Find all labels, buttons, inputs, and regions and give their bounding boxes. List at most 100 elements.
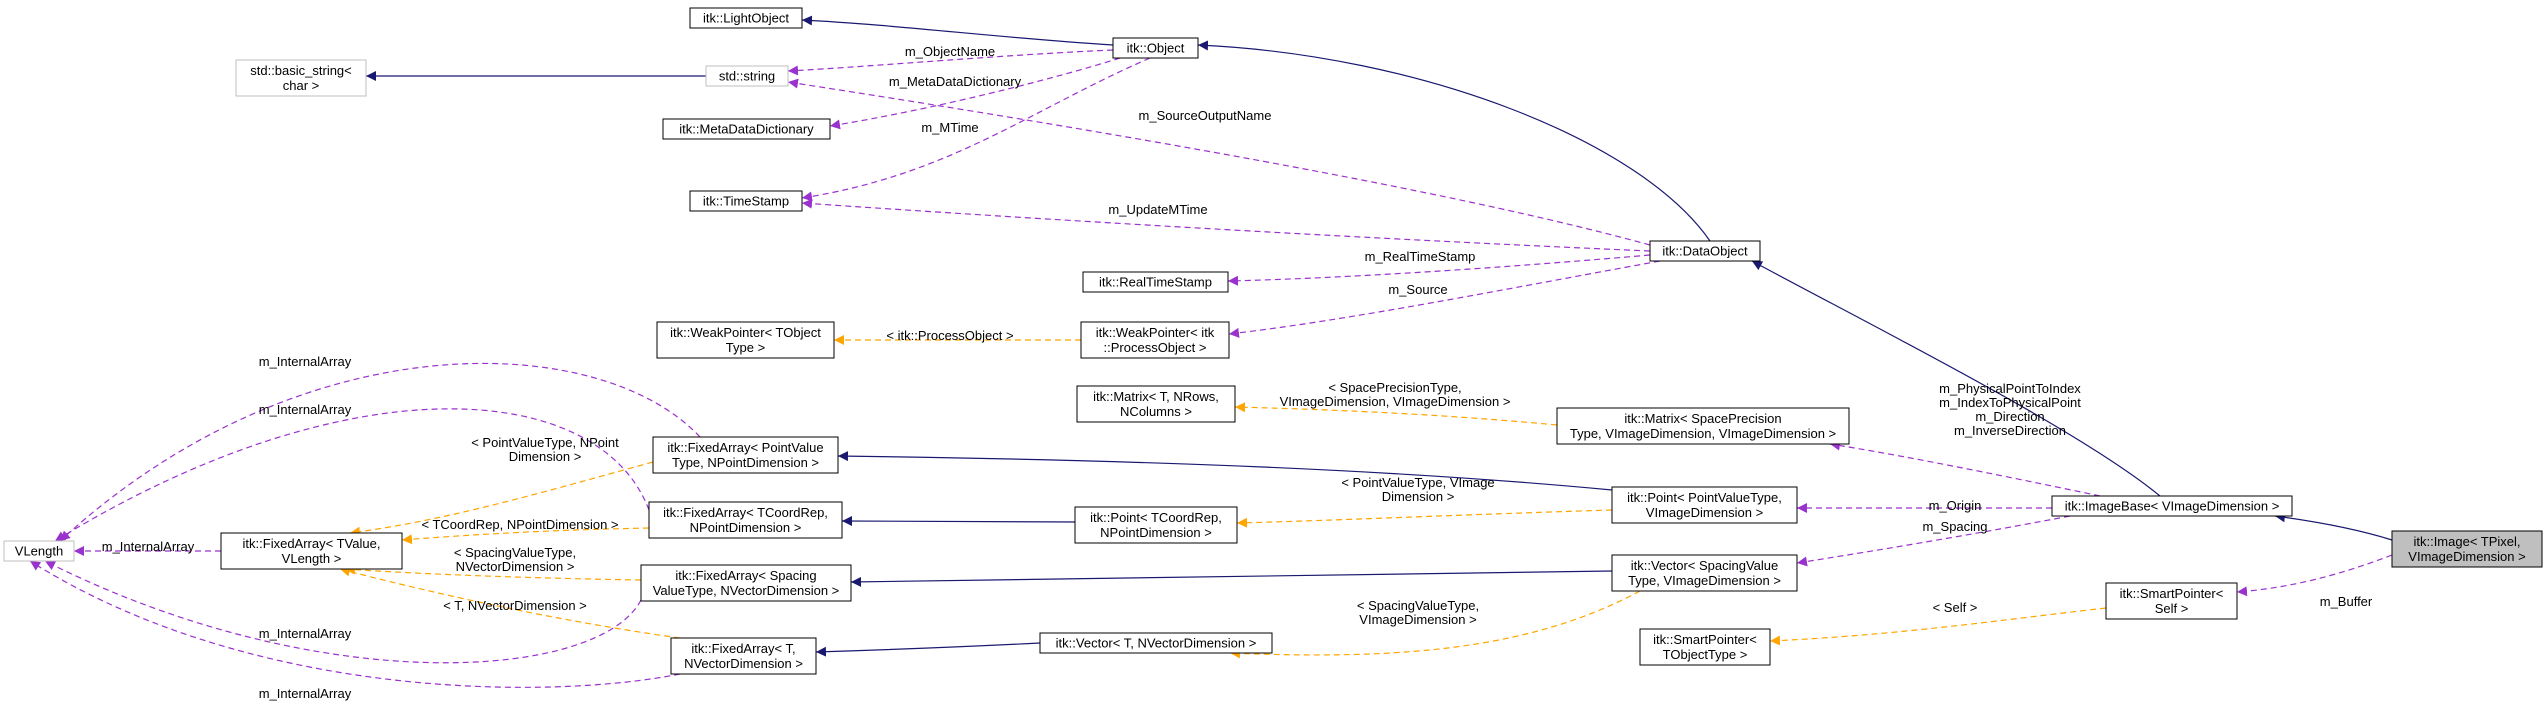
class-node-object[interactable]: itk::Object [1112,37,1199,59]
class-node-matrix-spacing[interactable]: itk::Matrix< SpacePrecisionType, VImageD… [1556,407,1850,445]
class-node-vlength[interactable]: VLength [3,540,75,562]
edge-dataobject-to-object [1197,40,1711,242]
class-node-imagebase[interactable]: itk::ImageBase< VImageDimension > [2051,495,2293,517]
edge-image-to-imagebase [2274,512,2393,541]
class-node-metadata-dictionary[interactable]: itk::MetaDataDictionary [662,118,831,140]
class-node-smartpointer-tobject[interactable]: itk::SmartPointer<TObjectType > [1639,628,1771,666]
node-box [656,321,835,359]
node-label: itk::TimeStamp [703,194,789,209]
node-label: Type, VImageDimension > [1628,573,1781,588]
edge-imagebase-spacing [1796,515,2071,567]
class-node-fixedarray-pointvalue[interactable]: itk::FixedArray< PointValueType, NPointD… [652,436,839,474]
edge-label: m_Source [1388,282,1447,297]
node-label: NPointDimension > [690,520,802,535]
node-box [662,118,831,140]
edge-fixedarray-pointvalue-npoint [349,461,654,537]
node-label: itk::LightObject [703,11,789,26]
class-node-point-pointvalue[interactable]: itk::Point< PointValueType,VImageDimensi… [1611,486,1798,524]
edge-labels-layer: m_ObjectNamem_MetaDataDictionarym_MTimem… [102,44,2373,701]
node-label: itk::Matrix< SpacePrecision [1624,411,1781,426]
node-label: VImageDimension > [1646,505,1763,520]
edge-label: < SpacingValueType, [454,545,576,560]
node-label: std::string [719,69,775,84]
node-box [1080,321,1230,359]
edge-smartpointer-self [1769,607,2107,646]
edge-label: < PointValueType, NPoint [471,435,619,450]
edge-label: m_ObjectName [905,44,995,59]
edge-vlength-internalarray-t [29,560,681,688]
class-node-data-object[interactable]: itk::DataObject [1649,240,1761,262]
node-label: itk::Matrix< T, NRows, [1093,389,1219,404]
class-node-realtimestamp[interactable]: itk::RealTimeStamp [1082,271,1229,293]
class-node-timestamp[interactable]: itk::TimeStamp [689,190,803,212]
class-node-basic-string[interactable]: std::basic_string<char > [235,59,367,97]
edge-label: < TCoordRep, NPointDimension > [421,517,618,532]
edge-label: m_MTime [921,120,978,135]
edge-point-pointvalue-vimage [1236,509,1613,528]
node-label: NPointDimension > [1100,525,1212,540]
node-label: itk::ImageBase< VImageDimension > [2065,499,2280,514]
class-node-fixedarray-t[interactable]: itk::FixedArray< T,NVectorDimension > [670,637,817,675]
class-node-vector-spacing[interactable]: itk::Vector< SpacingValueType, VImageDim… [1611,554,1798,592]
node-label: itk::FixedArray< T, [691,641,795,656]
edge-timestamp-mtime [801,57,1151,202]
class-node-vector-t[interactable]: itk::Vector< T, NVectorDimension > [1039,632,1273,654]
node-box [689,7,803,29]
node-box [1611,486,1798,524]
node-label: itk::FixedArray< TValue, [243,536,381,551]
edge-label: m_Buffer [2320,594,2373,609]
node-box [1611,554,1798,592]
edge-label: < itk::ProcessObject > [886,328,1013,343]
node-label: VLength > [282,551,342,566]
class-node-matrix-t[interactable]: itk::Matrix< T, NRows,NColumns > [1076,385,1236,423]
node-box [1639,628,1771,666]
node-box [670,637,817,675]
edge-imagebase-members [1829,440,2101,497]
edge-label: Dimension > [509,449,582,464]
edge-fixedarray-spacing-nvector [344,564,642,581]
class-node-image[interactable]: itk::Image< TPixel,VImageDimension > [2391,530,2543,568]
edge-label: m_InternalArray [259,354,352,369]
node-label: NVectorDimension > [684,656,803,671]
node-label: itk::SmartPointer< [1653,632,1757,647]
node-label: itk::FixedArray< Spacing [675,568,816,583]
edge-label: m_PhysicalPointToIndex [1939,381,2081,396]
edge-label: m_SourceOutputName [1139,108,1272,123]
class-node-smartpointer-self[interactable]: itk::SmartPointer<Self > [2105,582,2238,620]
node-label: NColumns > [1120,404,1192,419]
class-node-light-object[interactable]: itk::LightObject [689,7,803,29]
edge-label: < Self > [1933,600,1978,615]
node-box [1082,271,1229,293]
node-label: itk::RealTimeStamp [1099,275,1212,290]
class-node-std-string[interactable]: std::string [705,65,789,87]
class-node-point-tcoordrep[interactable]: itk::Point< TCoordRep,NPointDimension > [1074,506,1238,544]
edge-label: m_InternalArray [259,686,352,701]
edge-label: m_InternalArray [102,539,195,554]
edge-fixedarray-tcoordrep-npoint [401,527,650,545]
edge-label: m_Direction [1975,409,2044,424]
edge-label: VImageDimension > [1359,612,1476,627]
edge-fixedarray-t-nvector [339,566,681,639]
edge-vlength-internalarray-spacing [44,560,642,664]
node-box [2105,582,2238,620]
node-label: TObjectType > [1663,647,1748,662]
class-node-weakpointer-tobject[interactable]: itk::WeakPointer< TObjectType > [656,321,835,359]
class-node-fixedarray-spacing[interactable]: itk::FixedArray< SpacingValueType, NVect… [640,564,852,602]
edges-layer [29,15,2393,688]
node-label: Type, VImageDimension, VImageDimension > [1570,426,1836,441]
class-node-weakpointer-process[interactable]: itk::WeakPointer< itk::ProcessObject > [1080,321,1230,359]
edge-vlength-internalarray-pointvalue [59,362,701,542]
class-node-fixedarray-tcoordrep[interactable]: itk::FixedArray< TCoordRep,NPointDimensi… [648,501,843,539]
node-box [220,532,403,570]
edge-label: m_InverseDirection [1954,423,2066,438]
node-box [689,190,803,212]
nodes-layer: itk::LightObjectitk::Objectstd::basic_st… [3,7,2543,675]
node-label: itk::Vector< SpacingValue [1631,558,1779,573]
edge-label: < SpacingValueType, [1357,598,1479,613]
class-node-fixedarray-tvalue[interactable]: itk::FixedArray< TValue,VLength > [220,532,403,570]
node-label: itk::DataObject [1662,244,1748,259]
edge-label: < SpacePrecisionType, [1328,380,1461,395]
edge-label: m_RealTimeStamp [1365,249,1476,264]
edge-label: m_UpdateMTime [1108,202,1207,217]
edge-vectorspacing-to-fixedarrayspacing [850,570,1613,587]
